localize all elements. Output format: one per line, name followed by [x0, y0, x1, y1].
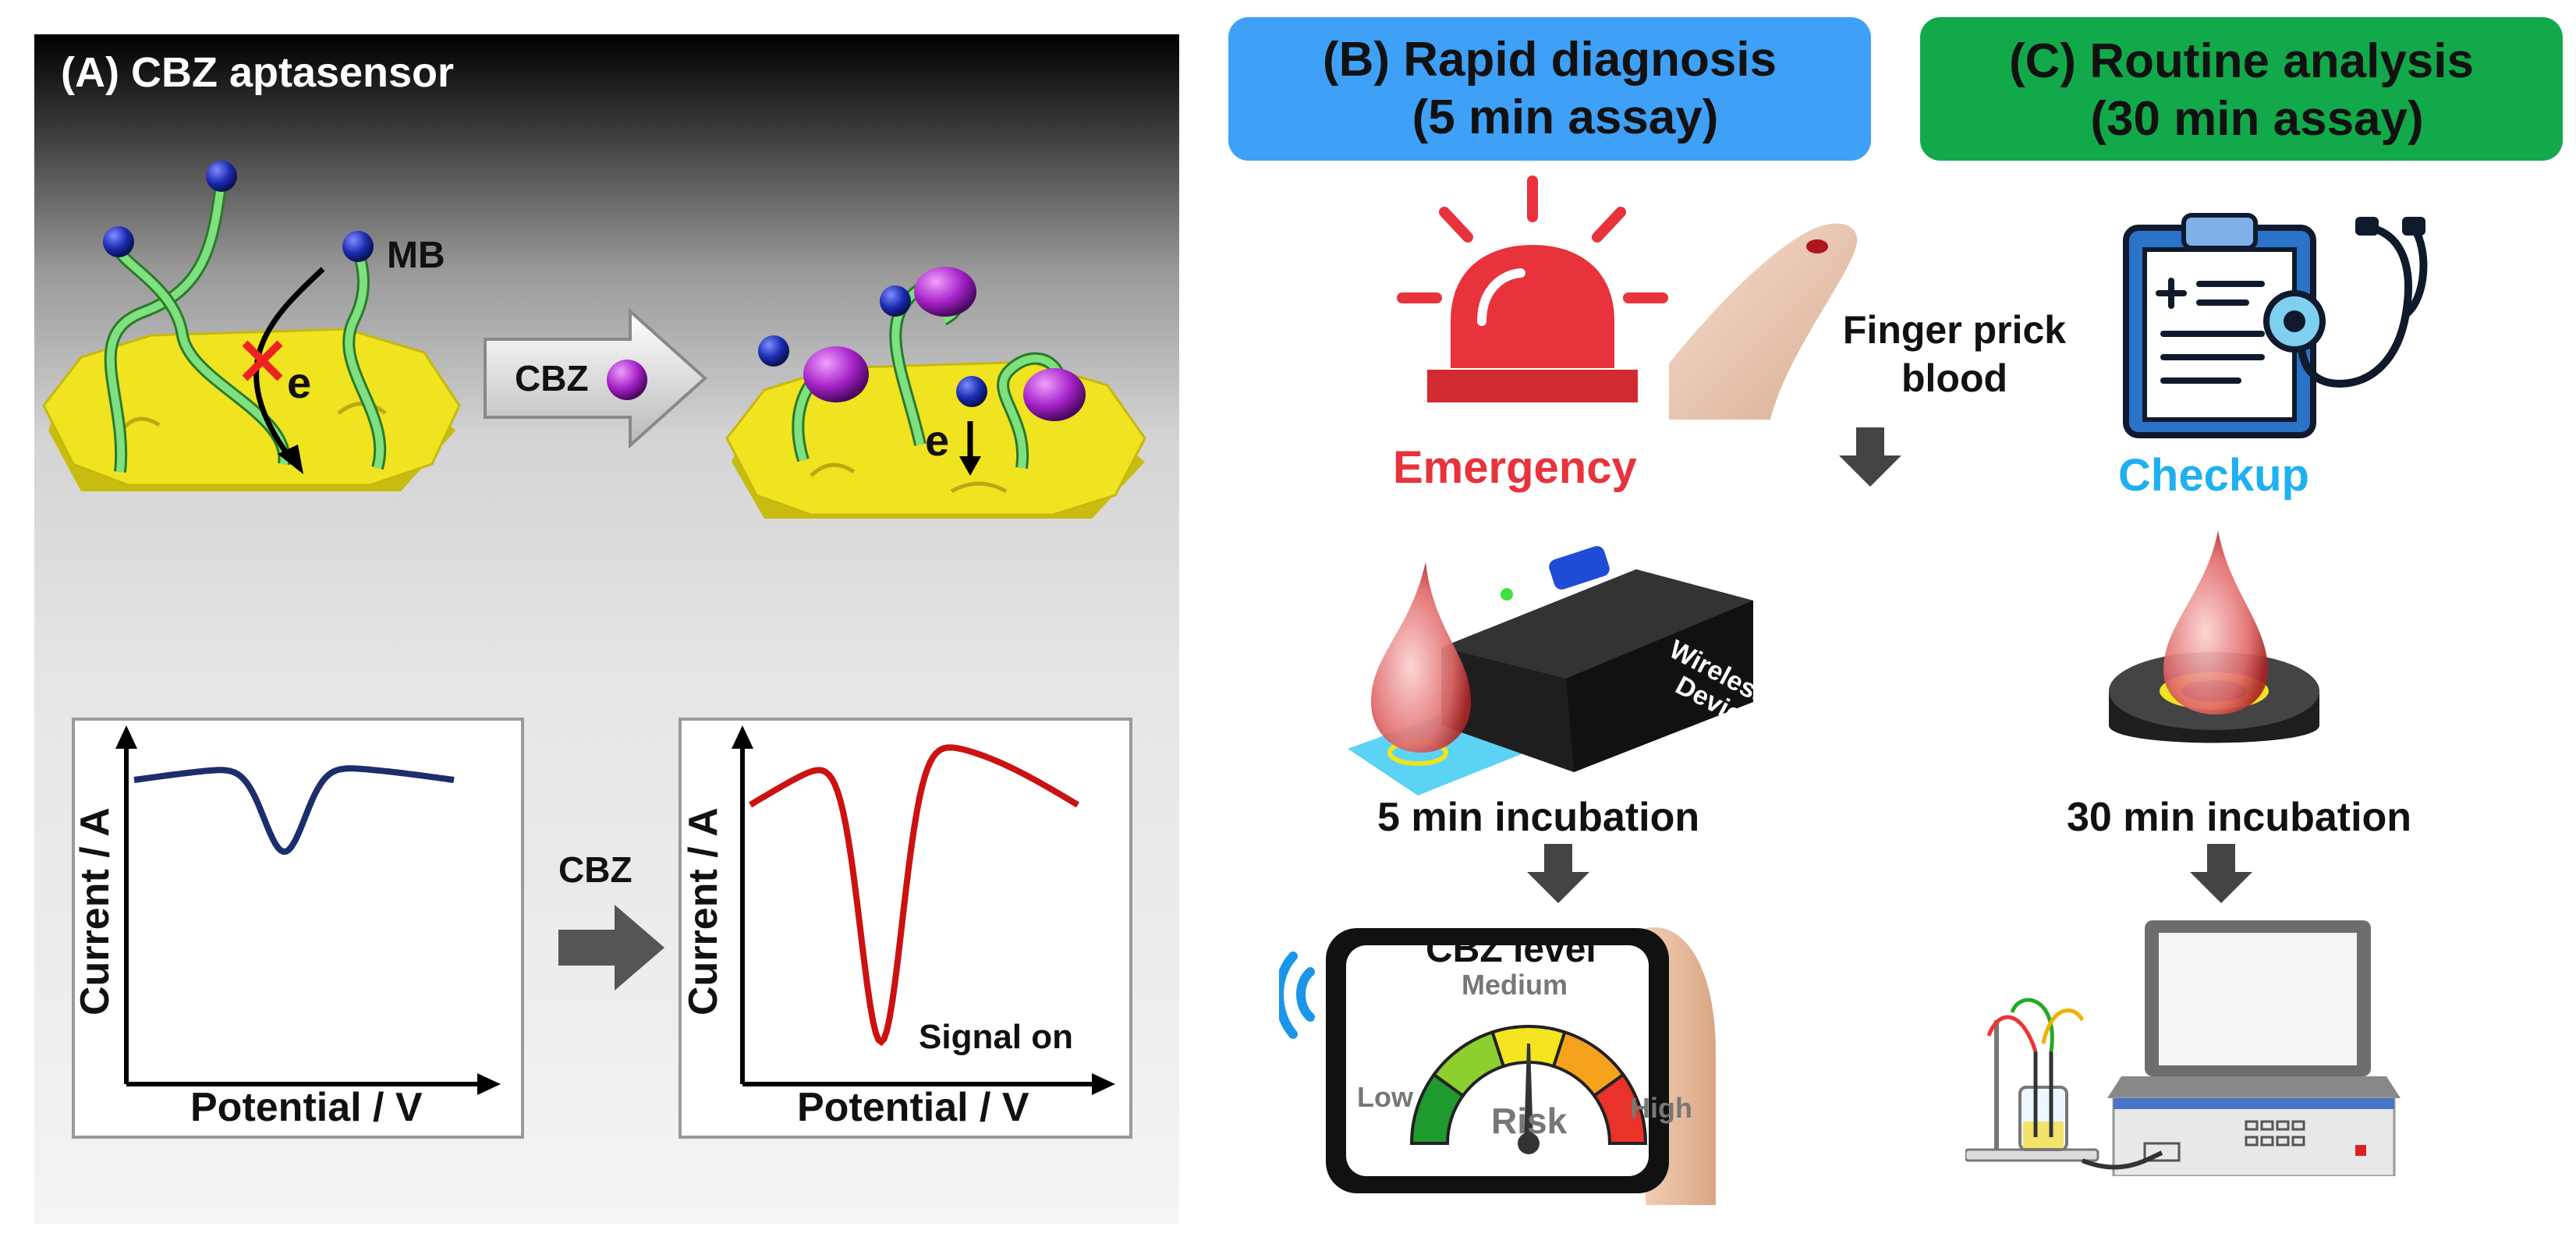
- down-arrow-icon: [2190, 844, 2252, 903]
- wireless-device-icon: Wireless Device: [1348, 546, 1761, 796]
- wifi-icon: [1279, 952, 1315, 1039]
- panel-c-header-line1: (C) Routine analysis: [2009, 34, 2474, 88]
- incubation-30min-label: 30 min incubation: [2067, 795, 2412, 840]
- gauge-high-label: High: [1630, 1092, 1692, 1124]
- mb-label: MB: [387, 235, 445, 276]
- down-arrow-icon: [1527, 844, 1589, 903]
- cbz-binding-arrow: [484, 308, 707, 448]
- emergency-label: Emergency: [1393, 442, 1637, 493]
- chart-before: [115, 725, 501, 1095]
- siren-icon: [1397, 175, 1668, 402]
- gauge-low-label: Low: [1357, 1081, 1413, 1113]
- chart-before-frame: [72, 718, 524, 1139]
- electrode-after-binding: [725, 267, 1146, 519]
- finger-photo: [1669, 200, 1872, 420]
- panel-c-header-line2: (30 min assay): [2090, 92, 2424, 146]
- finger-prick-line2: blood: [1901, 356, 2008, 400]
- chart-after-xlabel: Potential / V: [797, 1085, 1029, 1130]
- gauge-risk-label: Risk: [1491, 1100, 1568, 1141]
- cbz-middle-label: CBZ: [558, 849, 632, 890]
- gauge-segment: [1592, 1072, 1648, 1145]
- chart-before-curve: [133, 765, 455, 855]
- finger-prick-line1: Finger prick: [1842, 308, 2067, 352]
- chart-before-xlabel: Potential / V: [190, 1085, 423, 1130]
- panel-c-header: (C) Routine analysis (30 min assay): [1920, 17, 2563, 161]
- checkup-label: Checkup: [2118, 450, 2309, 501]
- down-arrow-icon: [1839, 427, 1901, 487]
- chart-after-curve: [748, 744, 1080, 1047]
- blood-drop-icon: [2109, 530, 2319, 743]
- panel-b-header-line1: (B) Rapid diagnosis: [1322, 33, 1777, 87]
- incubation-5min-label: 5 min incubation: [1377, 795, 1700, 840]
- chart-after: [732, 725, 1115, 1095]
- phone-title: CBZ level: [1426, 929, 1596, 970]
- clipboard-stethoscope-icon: [2123, 213, 2428, 438]
- panel-b-header: (B) Rapid diagnosis (5 min assay): [1228, 17, 1871, 161]
- gauge: [1409, 1025, 1648, 1154]
- electron-label-blocked: e: [287, 358, 312, 407]
- chart-after-ylabel: Current / A: [681, 807, 726, 1015]
- electrode-before-binding: [42, 161, 461, 491]
- panel-a-title: (A) CBZ aptasensor: [61, 49, 455, 96]
- chart-before-ylabel: Current / A: [73, 807, 118, 1015]
- right-arrow-icon: [558, 905, 664, 991]
- cbz-arrow-label: CBZ: [515, 358, 589, 399]
- finger-prick-label: Finger prick blood: [1830, 306, 2079, 402]
- chart-after-frame: [679, 718, 1132, 1139]
- chart-after-annotation: Signal on: [919, 1018, 1073, 1056]
- laptop-potentiostat-icon: [1965, 920, 2401, 1176]
- panel-b-header-line2: (5 min assay): [1412, 90, 1719, 144]
- electron-label-transfer: e: [925, 416, 950, 465]
- gauge-medium-label: Medium: [1462, 969, 1568, 1001]
